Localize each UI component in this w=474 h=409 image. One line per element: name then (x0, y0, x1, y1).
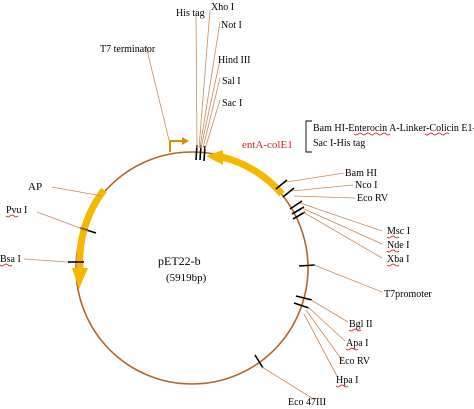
label-apa-i: Apa I (346, 338, 369, 349)
callout-ap (51, 186, 103, 197)
t7-terminator-arrow (169, 140, 183, 152)
squiggle-apa (345, 347, 359, 351)
label-nco-i: Nco I (355, 180, 378, 191)
ap-arrowhead (72, 268, 88, 289)
label-t7-promoter: T7promoter (384, 289, 432, 300)
callout-t7-terminator (145, 45, 170, 141)
insert-bracket (305, 120, 312, 153)
callout-xba (302, 211, 383, 259)
label-msc-i: Msc I (387, 226, 410, 237)
callout-eco-rv-top (293, 195, 356, 199)
callout-sac (204, 99, 221, 150)
squiggle-bgl (348, 328, 362, 332)
label-hpa-i: Hpa I (336, 375, 359, 386)
label-t7-terminator: T7 terminator (100, 44, 156, 55)
label-his-tag: His tag (176, 8, 205, 19)
squiggle-nde (386, 249, 400, 253)
tick-bgl (295, 295, 313, 301)
label-xho-i: Xho I (211, 2, 234, 13)
insert-description-line2: Sac I-His tag (313, 138, 365, 149)
callout-hpa (303, 313, 339, 379)
insert-name-label: entA-colE1 (242, 139, 293, 151)
callout-bsa (23, 258, 69, 263)
squiggle-enterocin (353, 132, 391, 136)
callout-lines (23, 9, 383, 401)
squiggle-pvu (5, 214, 19, 218)
insert-description-line1: Bam HI-Enterocin A-Linker-Colicin E1- (313, 123, 474, 134)
callout-hind (200, 59, 221, 149)
insert-arrowhead (206, 150, 223, 165)
tick-bam (275, 179, 288, 190)
label-bam-hi: Bam HI (345, 168, 377, 179)
tick-msc (289, 200, 303, 210)
t7-terminator-arrowhead (182, 137, 189, 145)
callout-sal (202, 77, 221, 149)
label-not-i: Not I (221, 20, 242, 31)
squiggle-hpa (335, 384, 349, 388)
label-bgl-ii: Bgl II (349, 319, 373, 330)
label-pvu-i: Pvu I (6, 205, 27, 216)
label-hind-iii: Hind III (218, 55, 251, 66)
tick-eco47 (254, 354, 264, 369)
callout-eco-rv-bottom (305, 309, 343, 361)
tick-nco (282, 187, 295, 198)
label-sal-i: Sal I (222, 76, 241, 87)
callout-nde (301, 207, 383, 245)
label-eco-47iii: Eco 47III (288, 397, 326, 408)
ap-arrow (76, 187, 107, 269)
plasmid-name: pET22-b (158, 254, 201, 268)
squiggle-bsa (0, 263, 13, 267)
callout-not (199, 21, 221, 149)
label-eco-rv-bottom: Eco RV (339, 356, 371, 367)
callout-xho (198, 9, 211, 149)
callout-t7promoter (313, 264, 383, 293)
callout-bam (286, 172, 345, 183)
callout-eco47 (261, 366, 316, 401)
callout-bgl (310, 299, 349, 323)
plasmid-size: (5919bp) (166, 272, 207, 284)
tick-t7promoter (298, 264, 316, 267)
tick-xba (292, 211, 306, 220)
label-eco-rv-top: Eco RV (357, 193, 389, 204)
callout-apa (307, 306, 346, 342)
callout-msc (299, 202, 383, 232)
label-nde-i: Nde I (387, 240, 410, 251)
label-bsa-i: Bsa I (0, 254, 21, 265)
label-ap: AP (28, 181, 42, 193)
squiggle-msc (386, 235, 400, 239)
insert-arrow (221, 153, 285, 197)
tick-apa (293, 302, 310, 309)
spellcheck-squiggles (0, 132, 450, 388)
squiggle-colicin (424, 132, 450, 136)
callout-pvu (36, 211, 89, 232)
callout-nco (291, 184, 354, 192)
callout-his-tag (195, 11, 198, 149)
squiggle-xba (386, 263, 400, 267)
label-xba-i: Xba I (387, 254, 410, 265)
label-sac-i: Sac I (222, 98, 242, 109)
